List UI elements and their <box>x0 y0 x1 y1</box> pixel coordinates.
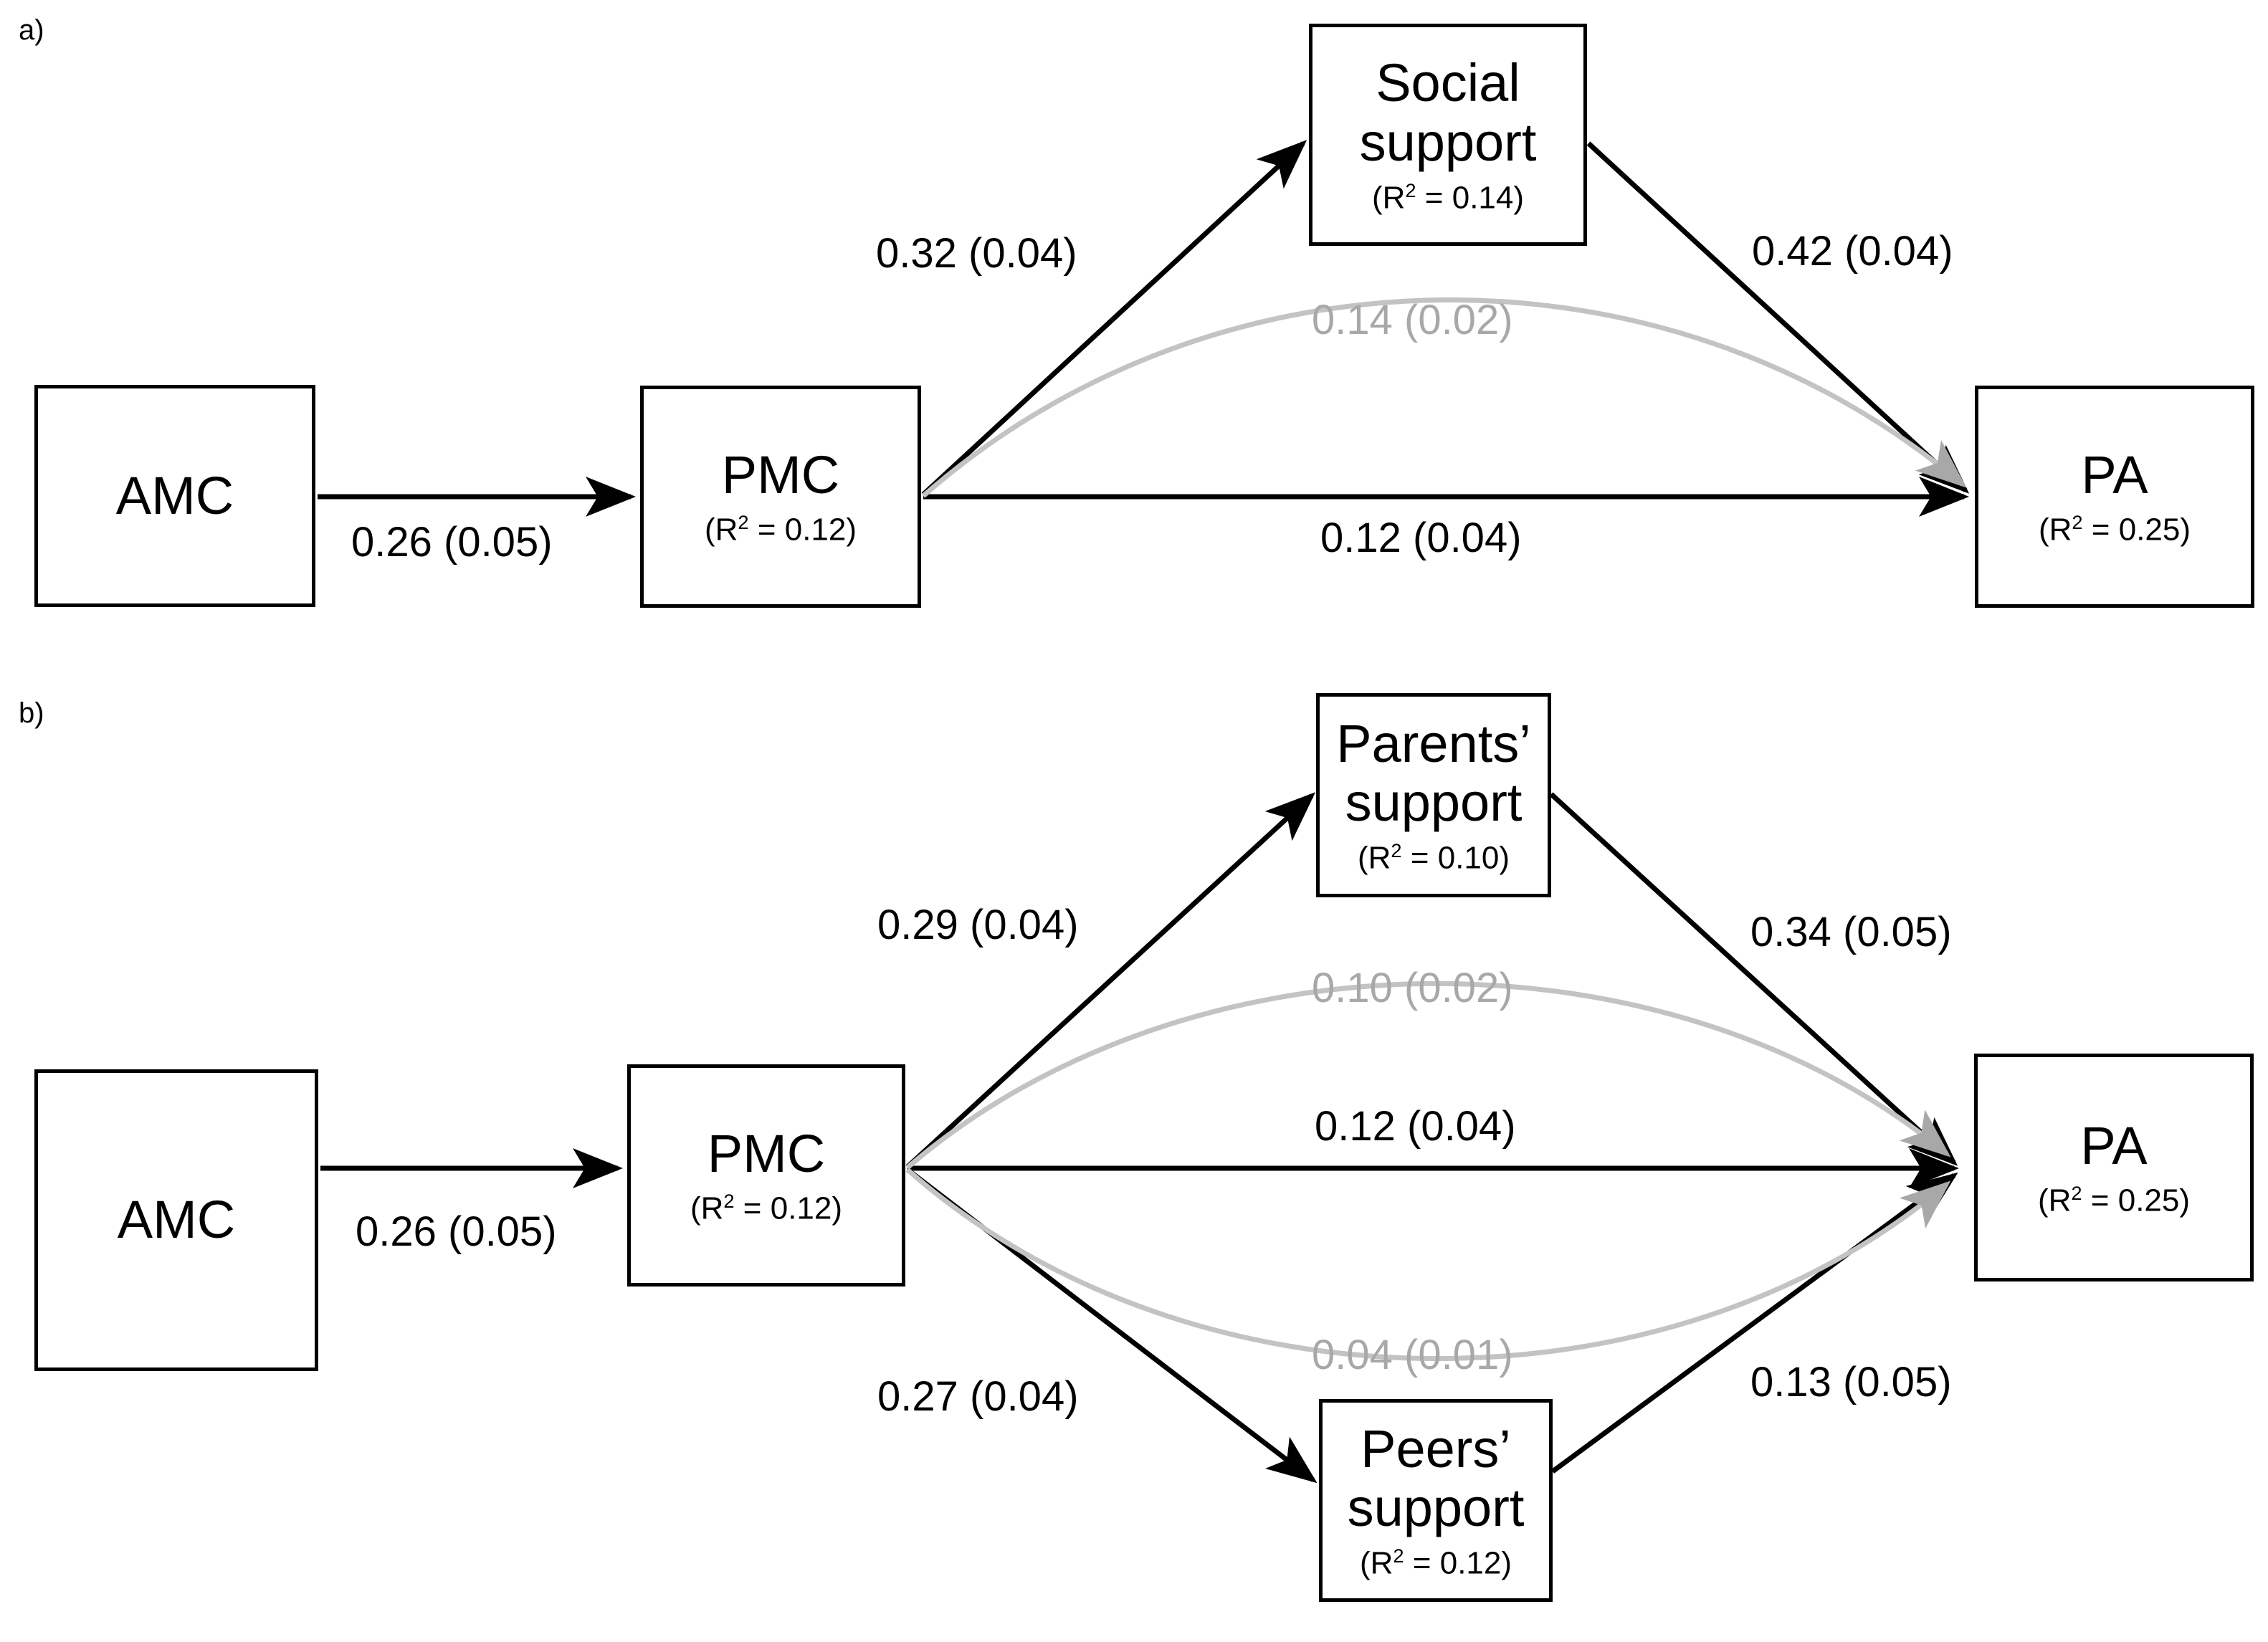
node-b-pa-r2: (R2 = 0.25) <box>2038 1183 2190 1218</box>
node-a-pmc-r2-sup: 2 <box>738 511 749 534</box>
node-a-social-support-r2: (R2 = 0.14) <box>1371 178 1525 216</box>
edge-label-b-pmc-parents: 0.29 (0.04) <box>877 902 1079 948</box>
node-a-pa-r2-prefix: (R <box>2038 512 2072 548</box>
node-a-social-r2-suffix: = 0.14) <box>1416 180 1525 216</box>
node-a-pmc-r2-suffix: = 0.12) <box>748 512 857 548</box>
edge-label-a-pmc-social: 0.32 (0.04) <box>876 230 1077 277</box>
node-a-pa[interactable]: PA (R2 = 0.25) <box>1975 386 2254 608</box>
edge-label-b-peers-pa: 0.13 (0.05) <box>1750 1359 1952 1405</box>
edge-b-peers-pa <box>1550 1172 1958 1474</box>
node-b-parents-support[interactable]: Parents’ support (R2 = 0.10) <box>1316 693 1551 897</box>
edge-b-pmc-parents <box>905 792 1316 1169</box>
node-b-amc[interactable]: AMC <box>34 1069 318 1371</box>
edge-label-b-parents-pa: 0.34 (0.05) <box>1750 909 1952 955</box>
node-a-amc-title: AMC <box>115 465 234 525</box>
node-a-pmc-r2-prefix: (R <box>704 512 738 548</box>
node-b-peers-support[interactable]: Peers’ support (R2 = 0.12) <box>1319 1399 1553 1602</box>
node-b-parents-r2-sup: 2 <box>1391 839 1402 862</box>
node-b-pa-r2-suffix: = 0.25) <box>2082 1183 2191 1219</box>
node-a-amc[interactable]: AMC <box>34 385 315 607</box>
node-a-pa-r2-sup: 2 <box>2072 511 2083 534</box>
node-b-peers-r2-prefix: (R <box>1359 1546 1393 1581</box>
node-b-pmc-title: PMC <box>707 1123 826 1183</box>
edge-label-b-pmc-peers: 0.27 (0.04) <box>877 1373 1079 1420</box>
edge-a-social-pa <box>1586 141 1970 494</box>
edge-label-b-indirect-top: 0.10 (0.02) <box>1312 965 1513 1011</box>
edge-label-a-amc-pmc: 0.26 (0.05) <box>351 519 553 565</box>
node-a-pa-title: PA <box>2081 444 2148 505</box>
node-b-pmc-r2-sup: 2 <box>723 1190 735 1213</box>
node-b-pa-r2-prefix: (R <box>2037 1183 2072 1219</box>
node-b-pa-r2-sup: 2 <box>2071 1182 2082 1205</box>
edge-a-pmc-pa-indirect <box>921 297 1967 498</box>
node-b-parents-support-title: Parents’ support <box>1336 713 1531 833</box>
edge-b-pmc-pa-indirect-lower <box>905 1168 1951 1361</box>
node-a-pmc-r2: (R2 = 0.12) <box>705 512 857 548</box>
node-a-pmc[interactable]: PMC (R2 = 0.12) <box>640 386 921 608</box>
node-b-peers-r2-suffix: = 0.12) <box>1404 1546 1512 1581</box>
node-a-social-support-title: Social support <box>1359 53 1537 172</box>
panel-label-b: b) <box>19 697 44 729</box>
edge-label-a-pmc-pa: 0.12 (0.04) <box>1320 515 1522 561</box>
node-b-pa[interactable]: PA (R2 = 0.25) <box>1974 1054 2254 1281</box>
edge-label-b-pmc-pa: 0.12 (0.04) <box>1315 1103 1516 1150</box>
edge-a-pmc-social <box>921 140 1307 497</box>
panel-label-a: a) <box>19 14 44 46</box>
node-b-pmc[interactable]: PMC (R2 = 0.12) <box>627 1064 905 1287</box>
node-a-social-r2-sup: 2 <box>1405 178 1416 201</box>
node-b-peers-support-title: Peers’ support <box>1347 1418 1525 1538</box>
edge-label-a-indirect: 0.14 (0.02) <box>1312 297 1513 343</box>
edge-b-pmc-pa-indirect-upper <box>905 980 1951 1170</box>
node-a-social-r2-prefix: (R <box>1371 180 1406 216</box>
node-b-parents-r2-prefix: (R <box>1357 841 1391 876</box>
node-b-pmc-r2-prefix: (R <box>690 1191 724 1227</box>
node-b-parents-r2-suffix: = 0.10) <box>1401 841 1510 876</box>
node-b-peers-r2-sup: 2 <box>1393 1545 1404 1567</box>
node-b-pa-title: PA <box>2080 1115 2148 1175</box>
node-a-pa-r2: (R2 = 0.25) <box>2039 512 2191 548</box>
edge-label-b-indirect-bottom: 0.04 (0.01) <box>1312 1332 1513 1378</box>
edge-label-a-social-pa: 0.42 (0.04) <box>1752 228 1953 275</box>
node-a-pa-r2-suffix: = 0.25) <box>2082 512 2191 548</box>
edge-b-parents-pa <box>1549 792 1958 1166</box>
node-b-pmc-r2-suffix: = 0.12) <box>734 1191 843 1227</box>
node-a-pmc-title: PMC <box>721 444 840 505</box>
node-b-parents-support-r2: (R2 = 0.10) <box>1358 840 1510 876</box>
node-b-peers-support-r2: (R2 = 0.12) <box>1360 1545 1512 1581</box>
node-b-pmc-r2: (R2 = 0.12) <box>690 1190 842 1226</box>
node-b-amc-title: AMC <box>117 1190 236 1250</box>
node-a-social-support[interactable]: Social support (R2 = 0.14) <box>1309 24 1587 246</box>
edge-label-b-amc-pmc: 0.26 (0.05) <box>356 1208 557 1255</box>
